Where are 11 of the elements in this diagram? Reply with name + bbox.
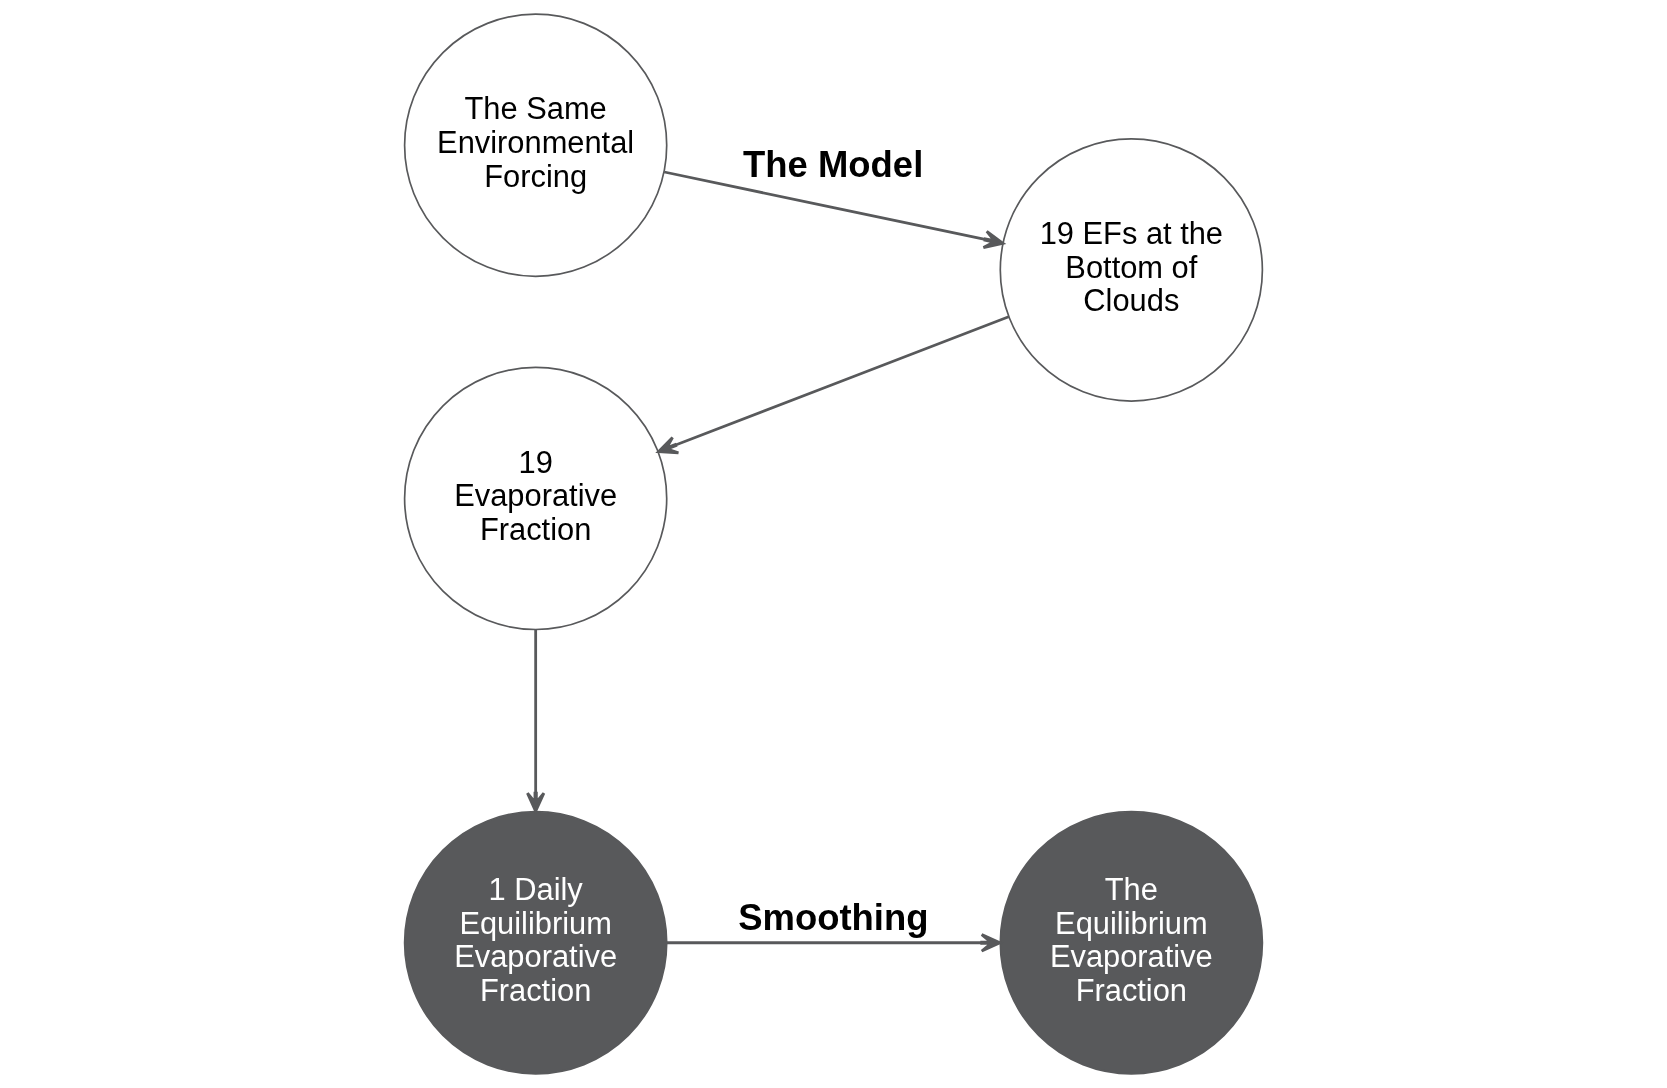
node-circle: 19 EFs at the Bottom of Clouds [999, 138, 1264, 402]
node-circle: 1 Daily Equilibrium Evaporative Fraction [403, 810, 668, 1075]
node-circle: The Same Environmental Forcing [403, 13, 668, 278]
arrow [666, 933, 1002, 953]
node-circle: 19 Evaporative Fraction [403, 366, 668, 631]
arrow [657, 315, 1010, 455]
arrow [526, 629, 546, 813]
arrow [663, 170, 1005, 249]
edge-label: The Model [743, 144, 924, 186]
node-circle: The Equilibrium Evaporative Fraction [999, 810, 1264, 1075]
edge-label: Smoothing [738, 896, 929, 938]
